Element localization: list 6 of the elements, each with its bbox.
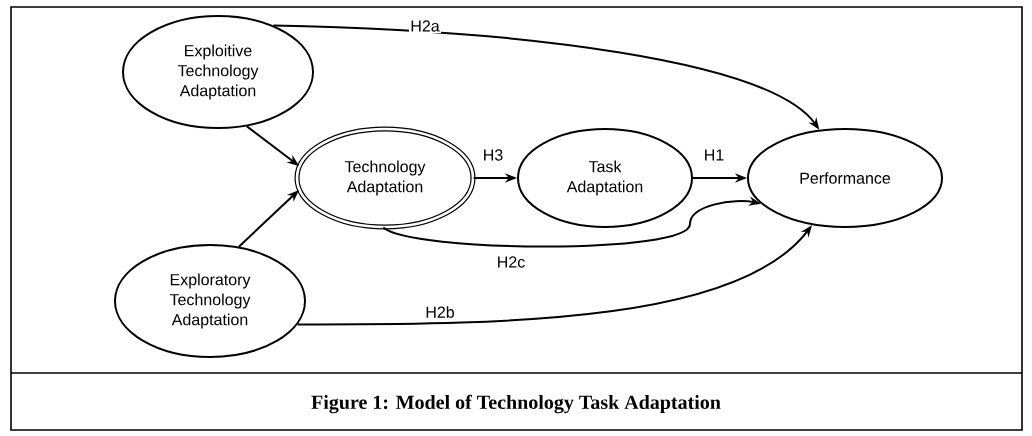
edge-label: H2a [409, 19, 441, 33]
figure-caption: Figure 1: Model of Technology Task Adaptation [311, 394, 721, 414]
edge-label: H3 [481, 148, 505, 162]
edge-label: H2b [424, 304, 456, 320]
edge-label: H1 [702, 148, 726, 162]
edge-label: H2c [495, 255, 527, 269]
